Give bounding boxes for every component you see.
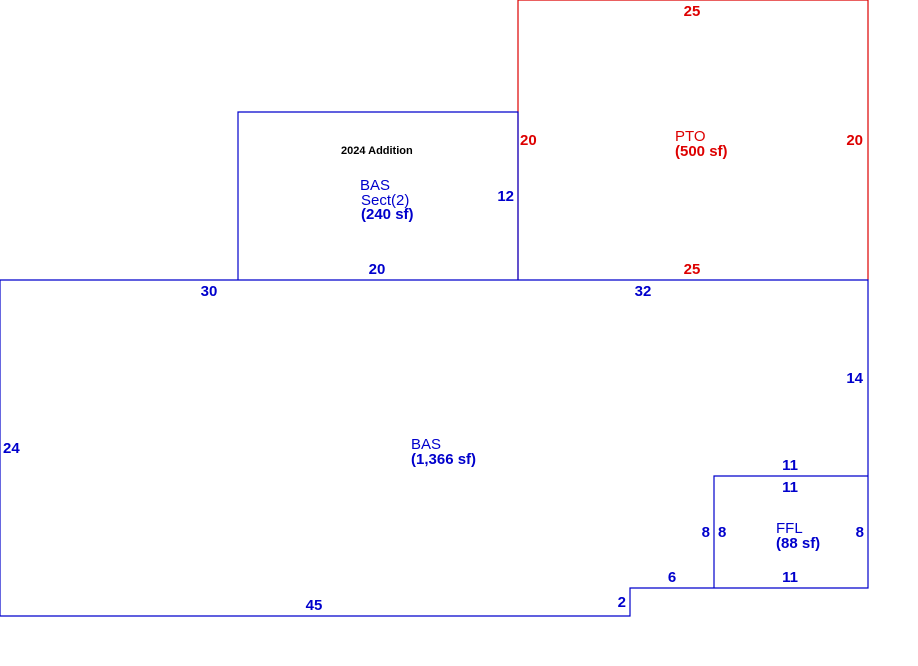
dim-ffl-right: 8: [856, 524, 864, 541]
pto-name: PTO: [675, 128, 706, 145]
dim-main-top-left: 30: [201, 283, 218, 300]
ffl-outline: [713, 475, 868, 588]
dim-main-top-right: 32: [635, 283, 652, 300]
ffl-size: (88 sf): [776, 535, 820, 552]
ffl-name: FFL: [776, 520, 803, 537]
dim-ffl-bottom: 11: [782, 569, 798, 586]
addition-note: 2024 Addition: [341, 145, 413, 157]
bas-sect2-outline: [237, 111, 519, 280]
dim-ffl-inner-left: 8: [718, 524, 726, 541]
dim-pto-bottom: 25: [684, 261, 701, 278]
dim-ffl-outer-top: 11: [782, 457, 798, 474]
dim-step-horizontal: 6: [668, 569, 676, 586]
dim-main-bottom: 45: [306, 597, 323, 614]
bas-sect2-size: (240 sf): [361, 206, 414, 223]
pto-size: (500 sf): [675, 143, 728, 160]
dim-sect2-bottom: 20: [369, 261, 386, 278]
dim-ffl-outer-left: 8: [702, 524, 710, 541]
dim-sect2-right: 12: [497, 188, 514, 205]
dim-step-vertical: 2: [618, 594, 626, 611]
bas-main-outline: [0, 279, 869, 617]
bas-sect2-section: Sect(2): [361, 192, 409, 209]
dim-main-left: 24: [3, 440, 20, 457]
dim-ffl-inner-top: 11: [782, 479, 798, 496]
bas-sect2-name: BAS: [360, 177, 390, 194]
dim-pto-right: 20: [846, 132, 863, 149]
dim-pto-top: 25: [684, 3, 701, 20]
dim-main-right: 14: [846, 370, 863, 387]
dim-pto-left: 20: [520, 132, 537, 149]
bas-main-name: BAS: [411, 436, 441, 453]
bas-main-size: (1,366 sf): [411, 451, 476, 468]
